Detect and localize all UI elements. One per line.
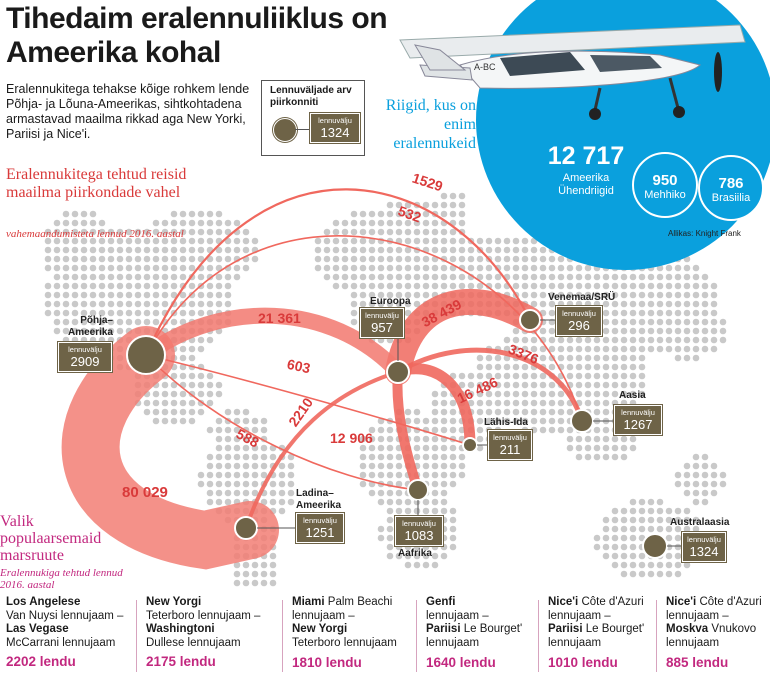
legend-value: 1324 xyxy=(320,125,350,140)
country-brazil: 786 Brasiilia xyxy=(699,175,763,204)
legend-small-label: lennuvälju xyxy=(318,116,352,125)
region-hubs xyxy=(126,309,668,559)
route-item: New Yorgi Teterboro lennujaam – Washingt… xyxy=(146,596,261,669)
region-label-africa: Aafrika xyxy=(398,548,432,559)
hub-latam xyxy=(234,516,258,540)
flow-value-europe-africa: 12 906 xyxy=(330,430,373,446)
route-item: Los Angelese Van Nuysi lennujaam – Las V… xyxy=(6,596,124,669)
popular-title: Valik populaarsemaid marsruute xyxy=(0,513,102,564)
flow-arcs xyxy=(61,188,585,570)
country-usa: 12 717 Ameerika Ühendriigid xyxy=(536,142,636,198)
popular-subtitle: Eralennukiga tehtud lennud 2016. aastal xyxy=(0,567,123,591)
route-item: Nice'i Côte d'Azuri lennujaam – Moskva V… xyxy=(666,596,762,670)
region-label-asia: Aasia xyxy=(619,390,646,401)
hub-namerica xyxy=(126,335,166,375)
flow-europe-russia xyxy=(385,288,543,385)
source-note: Allikas: Knight Frank xyxy=(668,229,741,238)
regional-title: Eralennukitega tehtud reisid maailma pii… xyxy=(6,166,187,201)
flow-europe-africa xyxy=(392,367,423,495)
hub-russia xyxy=(519,309,541,331)
route-item: Miami Palm Beachi lennujaam – New Yorgi … xyxy=(292,596,397,670)
world-flow-map: A-BC xyxy=(44,0,770,587)
page-title: Tihedaim eralennuliiklus on Ameerika koh… xyxy=(6,2,388,69)
legend-count-box: lennuvälju 1324 xyxy=(309,112,361,144)
route-item: Nice'i Côte d'Azuri lennujaam – Pariisi … xyxy=(548,596,645,670)
flow-latam-europe xyxy=(244,370,400,530)
flow-namerica-africa xyxy=(145,354,419,491)
flow-namerica-mideast xyxy=(145,354,471,446)
hub-australasia xyxy=(642,533,668,559)
hub-europe xyxy=(386,360,410,384)
region-label-namerica: Põhja–Ameerika xyxy=(67,315,113,338)
hub-mideast xyxy=(462,437,478,453)
flow-namerica-asia xyxy=(145,235,583,422)
flow-europe-asia xyxy=(395,347,585,424)
route-item: Genfi lennujaam – Pariisi Le Bourget' le… xyxy=(426,596,523,670)
airplane-illustration: A-BC xyxy=(399,24,746,120)
region-label-australasia: Australaasia xyxy=(670,517,730,528)
countries-bubble-mexico xyxy=(632,152,698,218)
legend-box: Lennuväljade arv piirkonniti lennuvälju … xyxy=(261,80,365,156)
popular-routes: Los Angelese Van Nuysi lennujaam – Las V… xyxy=(0,596,770,678)
country-mexico-name: Mehhiko xyxy=(644,189,686,201)
hub-asia xyxy=(570,409,594,433)
legend-hub-dot xyxy=(273,118,297,142)
country-usa-value: 12 717 xyxy=(547,142,625,170)
intro-text: Eralennukitega tehakse kõige rohkem lend… xyxy=(6,82,250,141)
flow-value-namerica-europe: 21 361 xyxy=(258,310,301,326)
flow-namerica-latam xyxy=(61,326,279,570)
country-usa-name: Ameerika Ühendriigid xyxy=(558,172,614,197)
countries-title: Riigid, kus on enim eralennukeid xyxy=(385,97,476,152)
country-mexico: 950 Mehhiko xyxy=(633,172,697,201)
flow-namerica-europe xyxy=(138,307,406,380)
region-label-russia: Venemaa/SRÜ xyxy=(548,292,616,303)
country-brazil-value: 786 xyxy=(718,175,744,192)
hub-africa xyxy=(407,479,429,501)
svg-text:A-BC: A-BC xyxy=(474,62,496,72)
flow-value-namerica-latam: 80 029 xyxy=(122,484,168,501)
countries-bubble-brazil xyxy=(698,155,764,221)
hub-leaders xyxy=(257,319,682,547)
country-brazil-name: Brasiilia xyxy=(711,192,751,204)
legend-title: Lennuväljade arv piirkonniti xyxy=(270,85,352,108)
country-mexico-value: 950 xyxy=(652,172,678,189)
region-label-mideast: Lähis-Ida xyxy=(484,417,528,428)
regional-subtitle: vahemaandumisteta lennud 2016. aastal xyxy=(6,228,184,240)
region-label-europe: Euroopa xyxy=(370,296,411,307)
region-label-latam: Ladina–Ameerika xyxy=(296,488,342,511)
flow-namerica-russia xyxy=(144,188,532,357)
